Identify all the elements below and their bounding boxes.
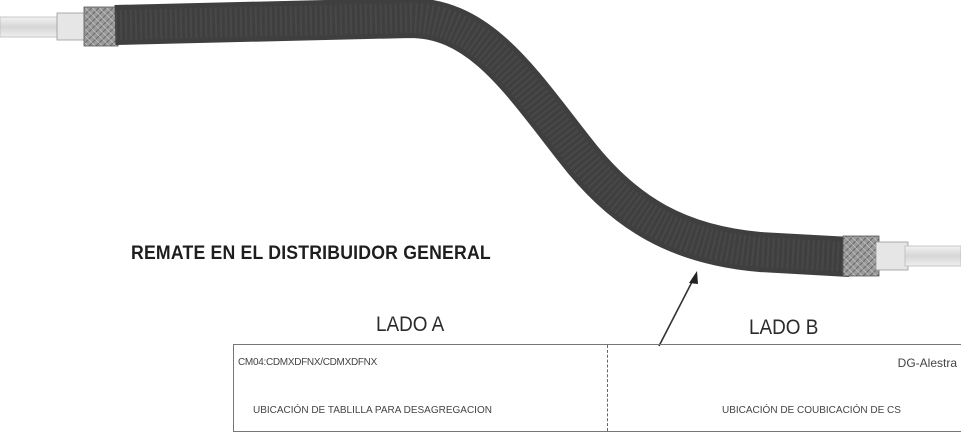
side-a-description: UBICACIÓN DE TABLILLA PARA DESAGREGACION	[253, 405, 492, 416]
cable-jacket-texture	[114, 2, 851, 272]
cable-jacket	[114, 0, 852, 277]
side-a-code: CM04:CDMXDFNX/CDMXDFNX	[238, 357, 377, 368]
side-a-title: LADO A	[376, 313, 445, 336]
center-conductor-right	[904, 245, 961, 267]
braid-shield-right	[842, 235, 880, 277]
cable-end-left	[0, 6, 119, 47]
tag-divider	[607, 345, 608, 431]
dielectric-right	[875, 241, 909, 271]
pointer-arrow	[658, 271, 698, 347]
center-conductor-left	[0, 16, 63, 38]
cable-label-tag: CM04:CDMXDFNX/CDMXDFNX DG-Alestra UBICAC…	[233, 344, 961, 432]
dielectric-left	[56, 12, 88, 41]
side-b-title: LADO B	[749, 316, 819, 339]
diagram-heading: REMATE EN EL DISTRIBUIDOR GENERAL	[131, 243, 491, 264]
braid-shield-left	[83, 6, 119, 47]
cable-end-right	[842, 235, 961, 277]
side-b-description: UBICACIÓN DE COUBICACIÓN DE CS	[722, 405, 901, 416]
side-b-code: DG-Alestra	[897, 356, 957, 370]
